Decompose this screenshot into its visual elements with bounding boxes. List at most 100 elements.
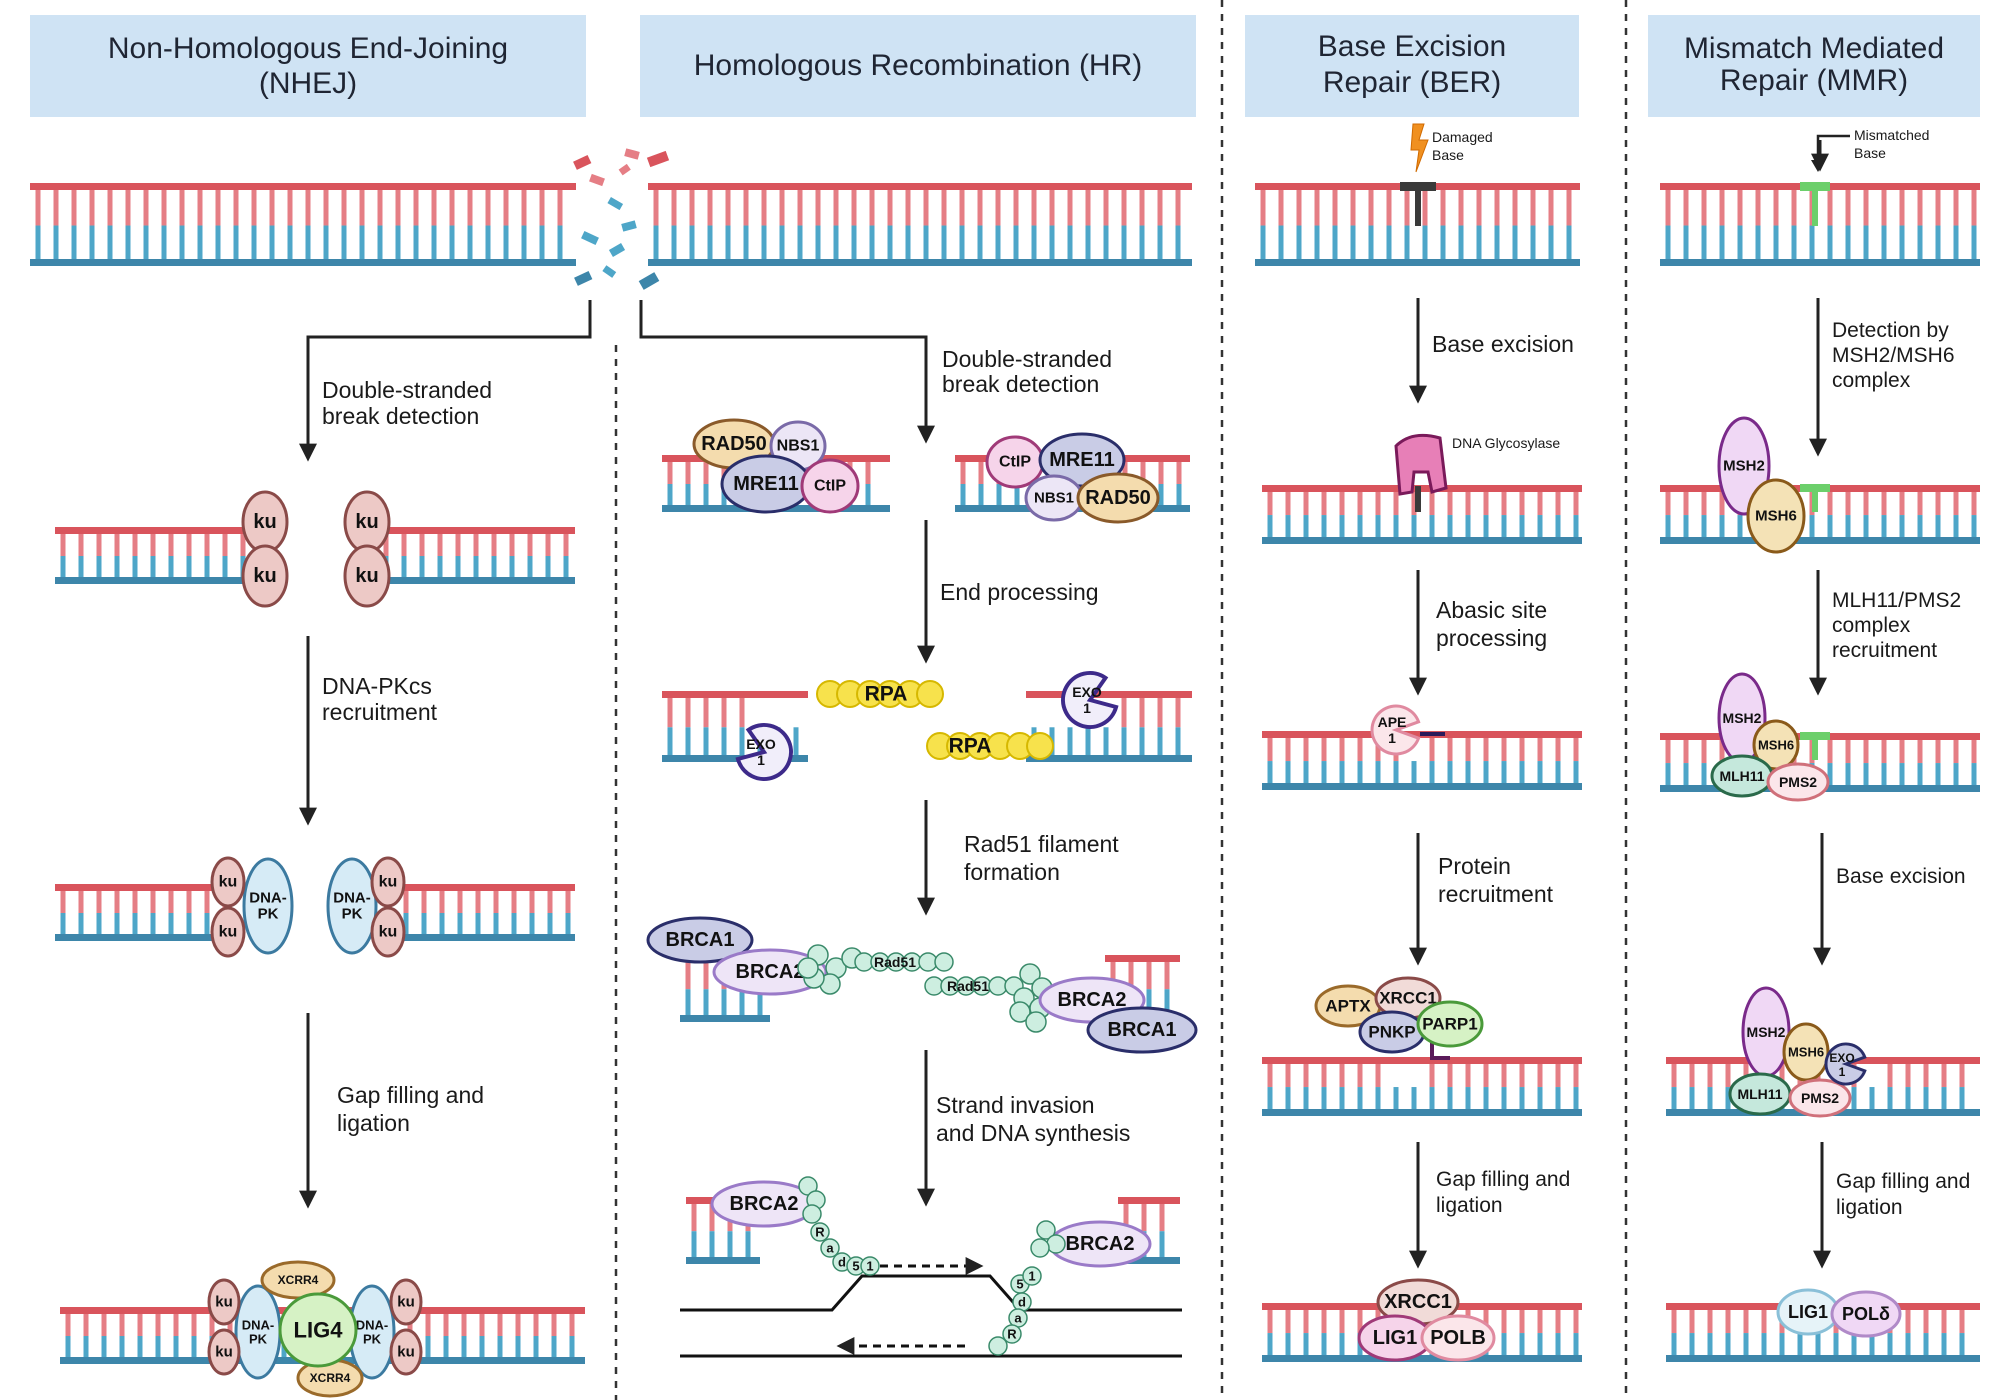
header-ber-line1: Base Excision <box>1318 30 1506 63</box>
hr-step1-line2: break detection <box>942 371 1099 397</box>
rad51-left-bead <box>797 957 819 979</box>
rad51-inv-right-letter: a <box>1014 1311 1022 1326</box>
ku3-3: ku <box>389 1328 423 1376</box>
mmr-step1-line1: Detection by <box>1832 319 1949 342</box>
mmr-mismatch-mark <box>1800 182 1830 191</box>
rad51-inv-left-letter: d <box>838 1255 846 1270</box>
rad51-right-label: Rad51 <box>947 978 989 994</box>
ape1-label: APE <box>1378 714 1407 730</box>
rad51-inv-left-letter-bead <box>860 1256 880 1276</box>
ctip-left: CtIP <box>800 458 860 514</box>
mmr-step1-line2: MSH2/MSH6 <box>1832 344 1955 367</box>
msh6-2-label: MSH6 <box>1758 738 1794 753</box>
mlh11-1-label: MLH11 <box>1719 768 1764 784</box>
dnapk-left-label: PK <box>258 906 279 923</box>
mmr-mismatch-mark-2 <box>1800 484 1830 492</box>
ku2-2-label: ku <box>379 874 398 891</box>
brca1-right: BRCA1 <box>1086 1006 1198 1054</box>
polb-label: POLB <box>1430 1327 1486 1349</box>
ku-2-label: ku <box>355 511 378 533</box>
nhej-step2-line1: DNA-PKcs <box>322 673 432 699</box>
pms2-1: PMS2 <box>1766 762 1830 802</box>
hr-step4-line2: and DNA synthesis <box>936 1120 1130 1146</box>
mlh11-1: MLH11 <box>1710 754 1774 798</box>
nhej-step3-line2: ligation <box>337 1110 410 1136</box>
ber-steps: Base excision Abasic site processing Pro… <box>1432 331 1574 1217</box>
ku3-0-label: ku <box>215 1294 233 1311</box>
mmr-mismatch-mark-3 <box>1800 732 1830 740</box>
exo1-right-label: 1 <box>1083 700 1091 716</box>
msh2-2-label: MSH2 <box>1723 710 1762 726</box>
ber-dna-recruit <box>1262 1057 1582 1116</box>
break-fragments <box>573 148 670 290</box>
nhej-top-dna <box>30 183 576 266</box>
ber-recruit-mark <box>1430 1040 1450 1060</box>
aptx-label: APTX <box>1325 997 1371 1016</box>
hr-step2-line1: End processing <box>940 579 1099 605</box>
exo1-left-label: EXO <box>746 736 776 752</box>
pold-label: POLδ <box>1842 1304 1890 1324</box>
header-nhej-line1: Non-Homologous End-Joining <box>108 32 508 65</box>
rad51-inv-left-letter: R <box>815 1225 825 1240</box>
lig4: LIG4 <box>278 1292 358 1368</box>
header-hr: Homologous Recombination (HR) <box>640 15 1196 117</box>
mmr-step2-line2: complex <box>1832 614 1911 637</box>
parp1: PARP1 <box>1416 1000 1484 1048</box>
rad51-inv-right-bead <box>1046 1234 1066 1254</box>
xcrr4-top-label: XCRR4 <box>278 1273 319 1287</box>
ape1-label: 1 <box>1388 730 1396 746</box>
nhej-step1-line1: Double-stranded <box>322 377 492 403</box>
msh6-1-label: MSH6 <box>1755 508 1797 525</box>
brca2-left-label: BRCA2 <box>736 961 805 983</box>
mlh11-2: MLH11 <box>1728 1072 1792 1116</box>
hr-steps: Double-stranded break detection End proc… <box>936 346 1130 1146</box>
hr-step1-line1: Double-stranded <box>942 346 1112 372</box>
mmr-step2-line3: recruitment <box>1832 639 1937 662</box>
mre11-right-label: MRE11 <box>1049 449 1115 471</box>
exo1-mmr-label: EXO <box>1829 1051 1854 1065</box>
ku3-1-label: ku <box>215 1344 233 1361</box>
dna-strands <box>30 182 1980 1364</box>
ku2-1: ku <box>210 906 246 958</box>
ber-step4-line1: Gap filling and <box>1436 1168 1570 1191</box>
mmr-step3-line1: Base excision <box>1836 865 1966 888</box>
mmr-mismatched-label-line1: Mismatched <box>1854 127 1929 143</box>
mmr-top-dna <box>1660 183 1980 266</box>
exo1-right-label: EXO <box>1072 684 1102 700</box>
ku3-1: ku <box>207 1328 241 1376</box>
msh2-3: MSH2 <box>1741 986 1791 1078</box>
mmr-step2-line1: MLH11/PMS2 <box>1832 589 1961 612</box>
mmr-mismatched-label-line2: Base <box>1854 145 1886 161</box>
ku2-0: ku <box>210 856 246 908</box>
hr-endproc-left-bot <box>662 755 757 762</box>
pms2-2-label: PMS2 <box>1801 1090 1839 1106</box>
header-mmr: Mismatch Mediated Repair (MMR) <box>1648 15 1980 117</box>
ber-step3-line1: Protein <box>1438 853 1511 879</box>
dnapk-right-label: PK <box>342 906 363 923</box>
ku-1-label: ku <box>253 565 276 587</box>
rad51-inv-right-letter-bead <box>1022 1266 1042 1286</box>
msh6-3: MSH6 <box>1782 1022 1830 1082</box>
ctip-left-label: CtIP <box>814 478 846 495</box>
ku-0-label: ku <box>253 511 276 533</box>
hr-arrow-1 <box>639 300 935 444</box>
dnapk-left-label: DNA- <box>249 890 287 907</box>
glycosylase: DNA Glycosylase <box>1394 433 1560 496</box>
rad51-inv-right-letter: d <box>1018 1295 1026 1310</box>
glycosylase-label: DNA Glycosylase <box>1452 435 1560 451</box>
rad51-inv-right-letter: 5 <box>1016 1277 1023 1292</box>
mlh11-2-label: MLH11 <box>1737 1086 1782 1102</box>
header-nhej-line2: (NHEJ) <box>259 67 357 100</box>
dnapk-final-right-label: PK <box>363 1332 382 1347</box>
nhej-steps: Double-stranded break detection DNA-PKcs… <box>322 377 492 1136</box>
msh2-3-label: MSH2 <box>1747 1024 1786 1040</box>
dnapk-right-label: DNA- <box>333 890 371 907</box>
rad51-right-bead <box>1009 1001 1031 1023</box>
header-ber: Base Excision Repair (BER) <box>1245 15 1579 117</box>
ku3-0: ku <box>207 1278 241 1326</box>
lig1-ber: LIG1 <box>1357 1314 1433 1362</box>
ber-damaged-label-line2: Base <box>1432 147 1464 163</box>
exo1-mmr-label: 1 <box>1839 1065 1846 1079</box>
